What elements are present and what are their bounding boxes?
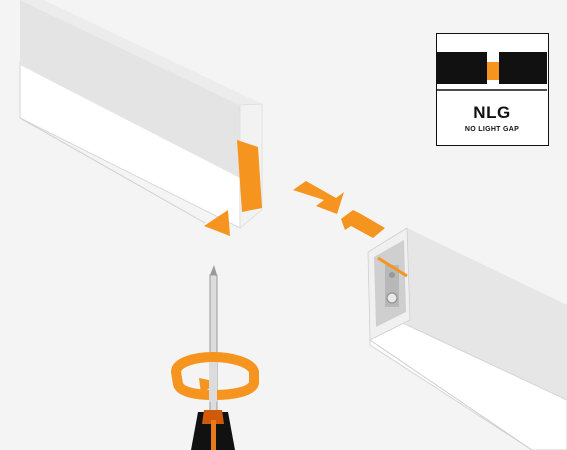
nlg-badge: NLG NO LIGHT GAP (436, 33, 549, 146)
right-profile (368, 228, 567, 450)
no-light-gap-icon (437, 34, 547, 92)
arrow-icon (293, 181, 344, 214)
arrow-icon (341, 210, 385, 238)
badge-title: NLG (437, 103, 547, 123)
left-profile (20, 0, 262, 228)
rotate-arrow-icon (176, 357, 254, 402)
badge-subtitle: NO LIGHT GAP (437, 126, 547, 133)
